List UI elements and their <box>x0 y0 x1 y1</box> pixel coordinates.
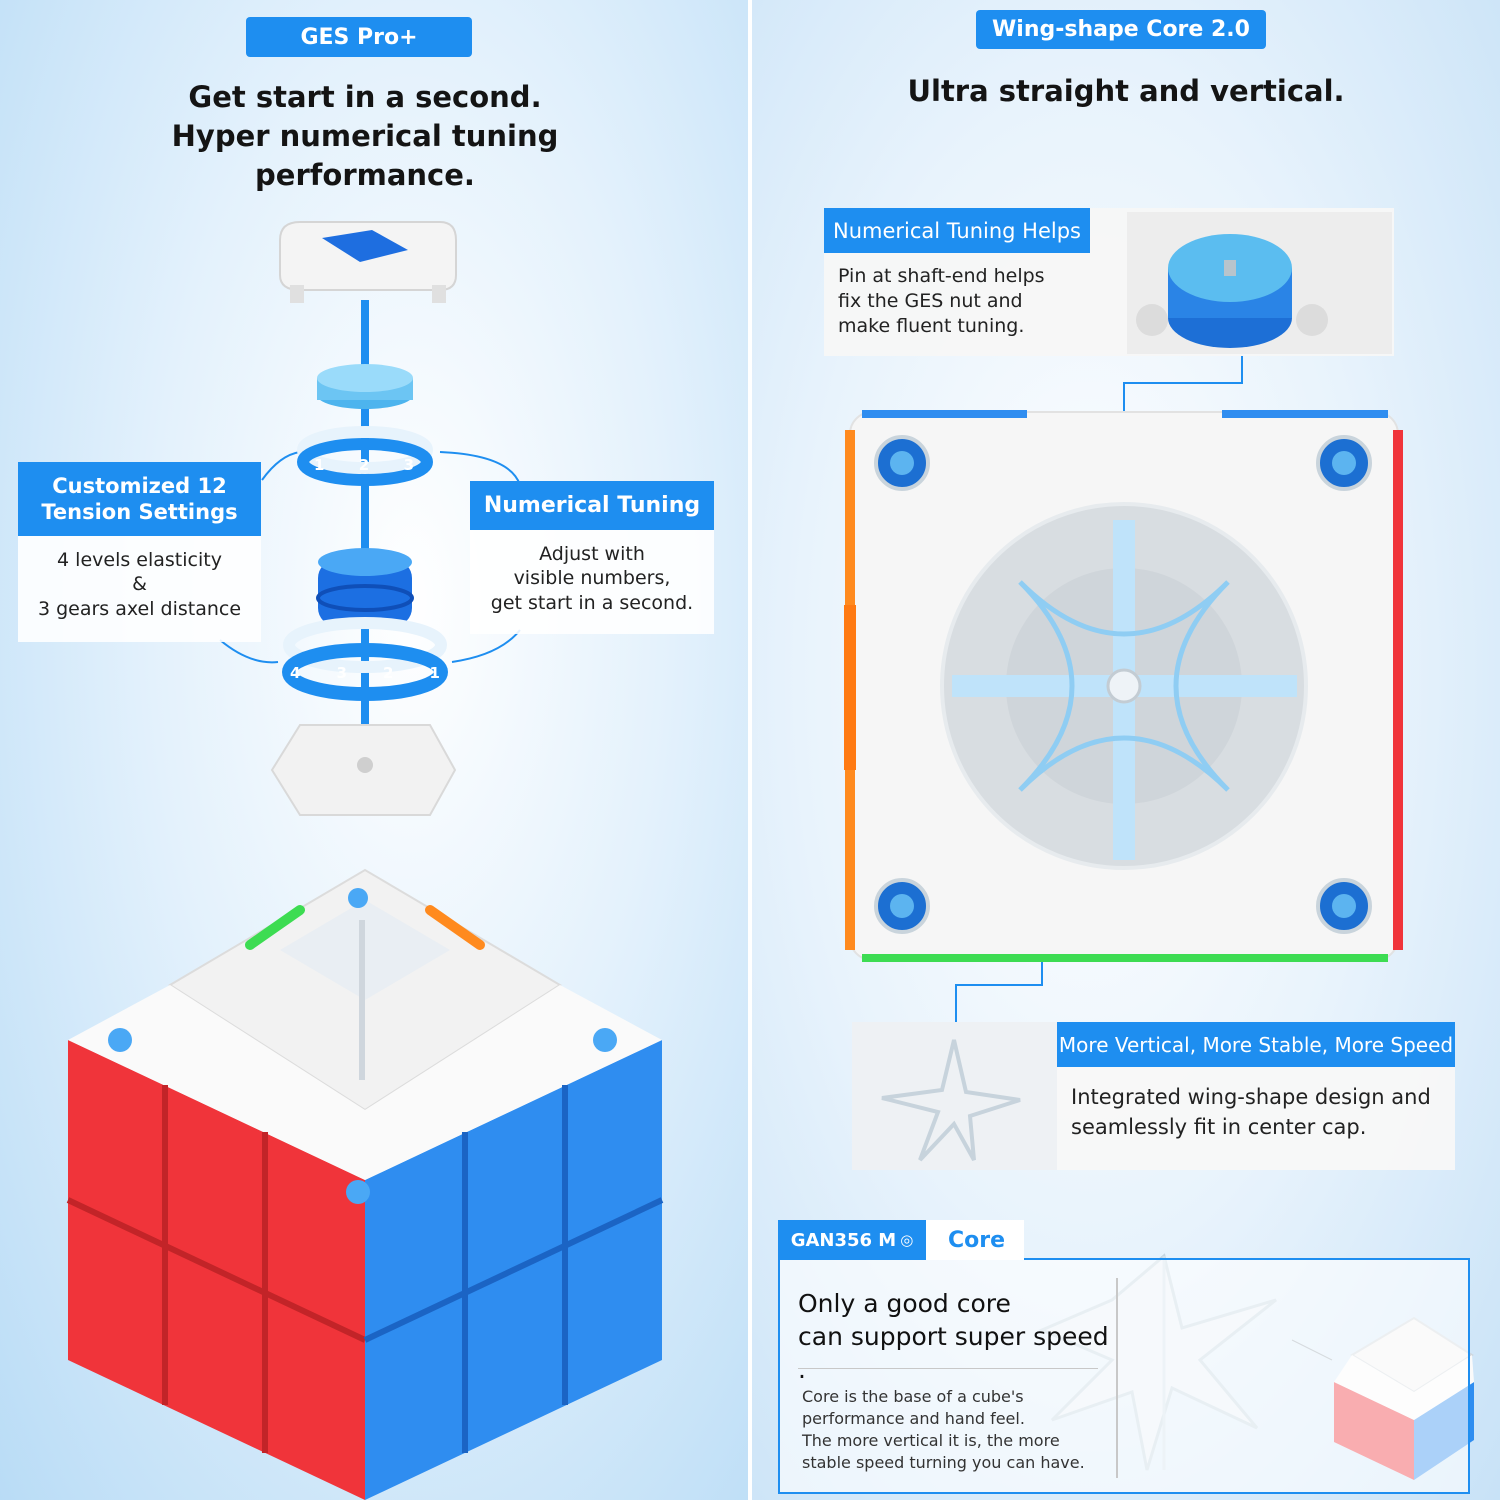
core-detail-line: performance and hand feel. <box>802 1409 1025 1428</box>
helps-body-line: make fluent tuning. <box>838 315 1025 337</box>
ring-top-number: 1 <box>314 456 325 474</box>
tension-settings-card: 4 levels elasticity & 3 gears axel dista… <box>18 536 261 642</box>
tuning-body-line: visible numbers, <box>513 567 671 590</box>
core-detail-line: The more vertical it is, the more <box>802 1431 1060 1450</box>
core-card-separator <box>1116 1278 1118 1478</box>
ring-top-number: 3 <box>403 456 414 474</box>
left-headline-line1: Get start in a second. <box>188 80 542 114</box>
core-lead-text: Only a good core can support super speed… <box>798 1287 1118 1386</box>
tension-settings-body: 4 levels elasticity & 3 gears axel dista… <box>18 548 261 621</box>
tension-title-line: Tension Settings <box>41 500 238 524</box>
ring-top-numbers: 1 2 3 <box>314 456 414 474</box>
left-headline-line2: Hyper numerical tuning performance. <box>171 119 559 192</box>
stable-body-line: seamlessly fit in center cap. <box>1071 1115 1367 1139</box>
wing-core-pill: Wing-shape Core 2.0 <box>976 10 1266 49</box>
tuning-helps-title-text: Numerical Tuning Helps <box>832 218 1081 243</box>
numerical-tuning-body: Adjust with visible numbers, get start i… <box>470 542 714 615</box>
core-detail-line: stable speed turning you can have. <box>802 1453 1085 1472</box>
core-card <box>778 1258 1470 1494</box>
spring-icon <box>316 548 414 626</box>
helps-body-line: Pin at shaft-end helps <box>838 265 1045 287</box>
tension-body-line: 4 levels elasticity <box>57 549 222 571</box>
stable-body-line: Integrated wing-shape design and <box>1071 1085 1431 1109</box>
core-detail-text: Core is the base of a cube's performance… <box>802 1386 1112 1474</box>
left-headline: Get start in a second. Hyper numerical t… <box>60 78 670 195</box>
center-cap-icon <box>279 221 457 303</box>
numerical-tuning-title-text: Numerical Tuning <box>483 493 701 518</box>
tab-product[interactable]: GAN356 M ◎ <box>778 1220 926 1260</box>
tab-product-label: GAN356 M <box>790 1229 897 1251</box>
tuning-helps-body: Pin at shaft-end helps fix the GES nut a… <box>838 264 1098 339</box>
tension-ring-top-icon <box>297 426 433 486</box>
right-panel: Wing-shape Core 2.0 Ultra straight and v… <box>752 0 1500 1500</box>
ring-bottom-number: 4 <box>290 664 301 682</box>
ges-exploded-illustration <box>66 221 664 1500</box>
tension-settings-title: Customized 12 Tension Settings <box>18 462 261 536</box>
cube-face-icon <box>844 410 1403 962</box>
stable-speed-body: Integrated wing-shape design and seamles… <box>1071 1082 1451 1142</box>
tuning-body-line: Adjust with <box>539 543 645 565</box>
ring-bottom-numbers: 4 3 2 1 <box>290 664 440 682</box>
right-headline: Ultra straight and vertical. <box>822 72 1430 111</box>
tuning-body-line: get start in a second. <box>490 591 694 614</box>
wing-core-thumbnail-icon <box>852 1022 1057 1170</box>
panel-divider <box>748 0 752 1500</box>
core-detail-line: Core is the base of a cube's <box>802 1387 1024 1406</box>
numbered-nut-icon <box>1127 212 1392 354</box>
ring-top-number: 2 <box>358 456 370 474</box>
tension-body-line: & <box>132 573 147 596</box>
cube-icon <box>66 868 664 1500</box>
core-lead-line: can support super speed . <box>798 1322 1109 1384</box>
tension-body-line: 3 gears axel distance <box>37 597 242 620</box>
tension-ring-bottom-icon <box>282 617 448 701</box>
ges-nut-icon <box>317 364 413 409</box>
tuning-helps-title: Numerical Tuning Helps <box>824 208 1090 253</box>
numerical-tuning-card: Adjust with visible numbers, get start i… <box>470 530 714 634</box>
helps-body-line: fix the GES nut and <box>838 290 1023 312</box>
ges-pro-pill: GES Pro+ <box>246 17 472 57</box>
left-panel: GES Pro+ Get start in a second. Hyper nu… <box>0 0 748 1500</box>
stable-speed-title: More Vertical, More Stable, More Speed <box>1057 1022 1455 1067</box>
ring-bottom-number: 3 <box>336 664 347 682</box>
tab-core-label: Core <box>948 1227 1006 1253</box>
mag-badge-icon: ◎ <box>900 1231 914 1249</box>
numerical-tuning-title: Numerical Tuning <box>470 481 714 530</box>
wing-core-pill-label: Wing-shape Core 2.0 <box>992 17 1250 42</box>
core-lead-line: Only a good core <box>798 1289 1011 1318</box>
ges-pro-pill-label: GES Pro+ <box>300 24 418 50</box>
tab-core[interactable]: Core <box>926 1220 1024 1260</box>
tension-title-line: Customized 12 <box>52 474 227 498</box>
ring-bottom-number: 2 <box>383 664 394 682</box>
ring-bottom-number: 1 <box>429 664 440 682</box>
core-lead-rule <box>798 1368 1098 1369</box>
core-base-icon <box>270 724 457 816</box>
stable-speed-title-text: More Vertical, More Stable, More Speed <box>1058 1032 1454 1057</box>
right-headline-text: Ultra straight and vertical. <box>907 74 1345 108</box>
